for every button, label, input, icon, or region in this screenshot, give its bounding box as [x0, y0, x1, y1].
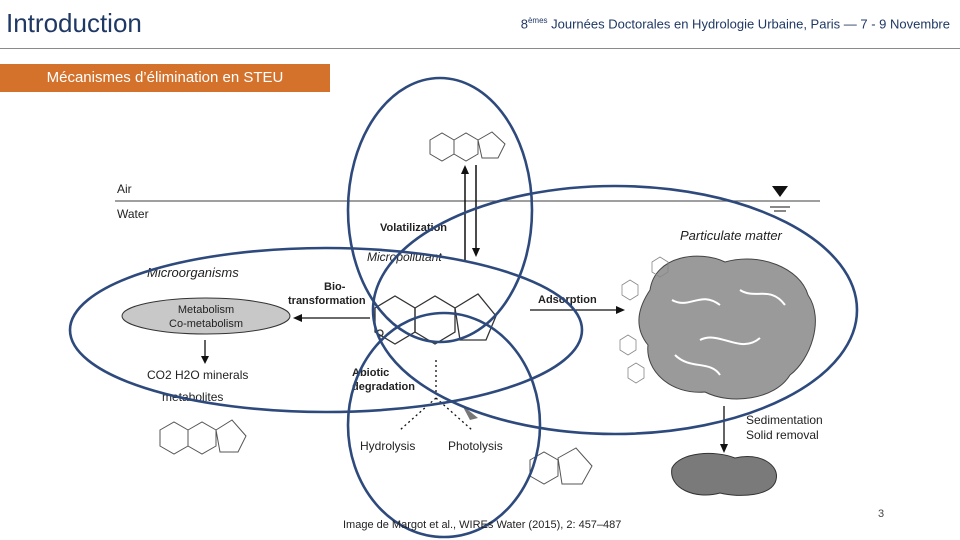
conference-header: 8èmes Journées Doctorales en Hydrologie … [521, 16, 950, 31]
metabolites-label: metabolites [162, 390, 223, 404]
figure-caption: Image de Margot et al., WIREs Water (201… [343, 519, 622, 531]
molecule-top-icon [429, 131, 506, 162]
volatilization-label: Volatilization [380, 222, 447, 234]
hydrolysis-arrow [399, 397, 437, 431]
photolysis-arrow [435, 397, 473, 431]
particulate-texture [671, 289, 786, 376]
water-surface-icon [772, 186, 788, 197]
sedimentation-label: Sedimentation [746, 413, 823, 427]
metabolism-box [121, 297, 291, 335]
page-number: 3 [878, 508, 885, 520]
adsorption-highlight [371, 184, 859, 436]
microorganisms-label: Microorganisms [147, 265, 239, 280]
arrow-head-icon [201, 356, 209, 364]
arrow-head-icon [472, 248, 480, 257]
molecule-metabolite-icon [159, 419, 247, 455]
metabolism-label: Metabolism [178, 304, 234, 316]
degradation-label: degradation [352, 381, 415, 393]
conference-superscript: èmes [527, 16, 548, 25]
volatilization-highlight [346, 76, 534, 344]
water-label: Water [117, 207, 149, 221]
highlight-ellipses [68, 76, 859, 539]
particulate-matter-icon [638, 255, 816, 400]
arrow-head-icon [293, 314, 302, 322]
arrow-head-icon [461, 165, 469, 174]
header-divider [0, 48, 960, 49]
air-label: Air [117, 182, 132, 196]
adsorbed-molecules-icon [619, 256, 669, 384]
arrow-head-icon [720, 444, 728, 453]
transformation-label: transformation [288, 295, 366, 307]
co-metabolism-label: Co-metabolism [169, 318, 243, 330]
molecule-degraded-icon [529, 447, 593, 485]
adsorption-label: Adsorption [538, 294, 597, 306]
photolysis-label: Photolysis [448, 439, 503, 453]
slide-title: Introduction [6, 8, 142, 38]
bio-label: Bio- [324, 281, 346, 293]
sediment-icon [671, 452, 777, 496]
solid-removal-label: Solid removal [746, 428, 819, 442]
conference-title: Journées Doctorales en Hydrologie Urbain… [551, 16, 950, 32]
abiotic-highlight [346, 311, 542, 539]
hydrolysis-label: Hydrolysis [360, 439, 415, 453]
section-banner: Mécanismes d’élimination en STEU [0, 64, 330, 92]
arrow-head-icon [616, 306, 625, 314]
minerals-label: CO2 H2O minerals [147, 368, 248, 382]
biotransformation-highlight [68, 246, 584, 414]
particulate-label: Particulate matter [680, 228, 783, 243]
conference-ordinal: 8 [520, 16, 528, 32]
